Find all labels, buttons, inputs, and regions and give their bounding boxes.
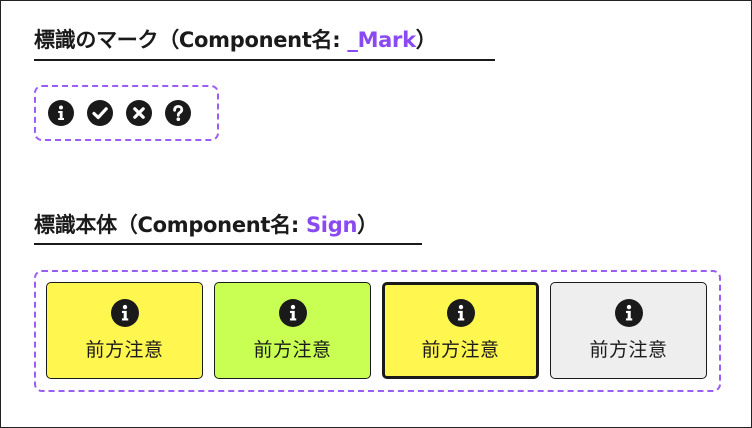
sign-card: 前方注意 bbox=[46, 282, 203, 379]
mark-section-underline bbox=[34, 59, 495, 61]
sign-label: 前方注意 bbox=[421, 339, 500, 361]
info-icon bbox=[446, 299, 475, 327]
info-icon bbox=[110, 299, 139, 327]
sign-component-container: 前方注意 前方注意 前方注意 前方注意 bbox=[34, 270, 721, 392]
sign-label: 前方注意 bbox=[85, 339, 164, 361]
mark-component-container bbox=[34, 85, 219, 141]
sign-label: 前方注意 bbox=[589, 339, 668, 361]
question-icon bbox=[165, 100, 191, 126]
check-icon bbox=[87, 100, 113, 126]
sign-card: 前方注意 bbox=[550, 282, 707, 379]
close-icon bbox=[126, 100, 152, 126]
sign-section-underline bbox=[34, 243, 422, 245]
mark-component-name: _Mark bbox=[347, 28, 416, 52]
sign-card: 前方注意 bbox=[382, 282, 539, 379]
sign-label: 前方注意 bbox=[253, 339, 332, 361]
info-icon bbox=[48, 100, 74, 126]
info-icon bbox=[614, 299, 643, 327]
sign-component-name: Sign bbox=[305, 213, 358, 237]
mark-section-title: 標識のマーク（Component名: _Mark） bbox=[34, 28, 437, 52]
sign-card: 前方注意 bbox=[214, 282, 371, 379]
sign-section-title: 標識本体（Component名: Sign） bbox=[34, 213, 378, 237]
info-icon bbox=[278, 299, 307, 327]
